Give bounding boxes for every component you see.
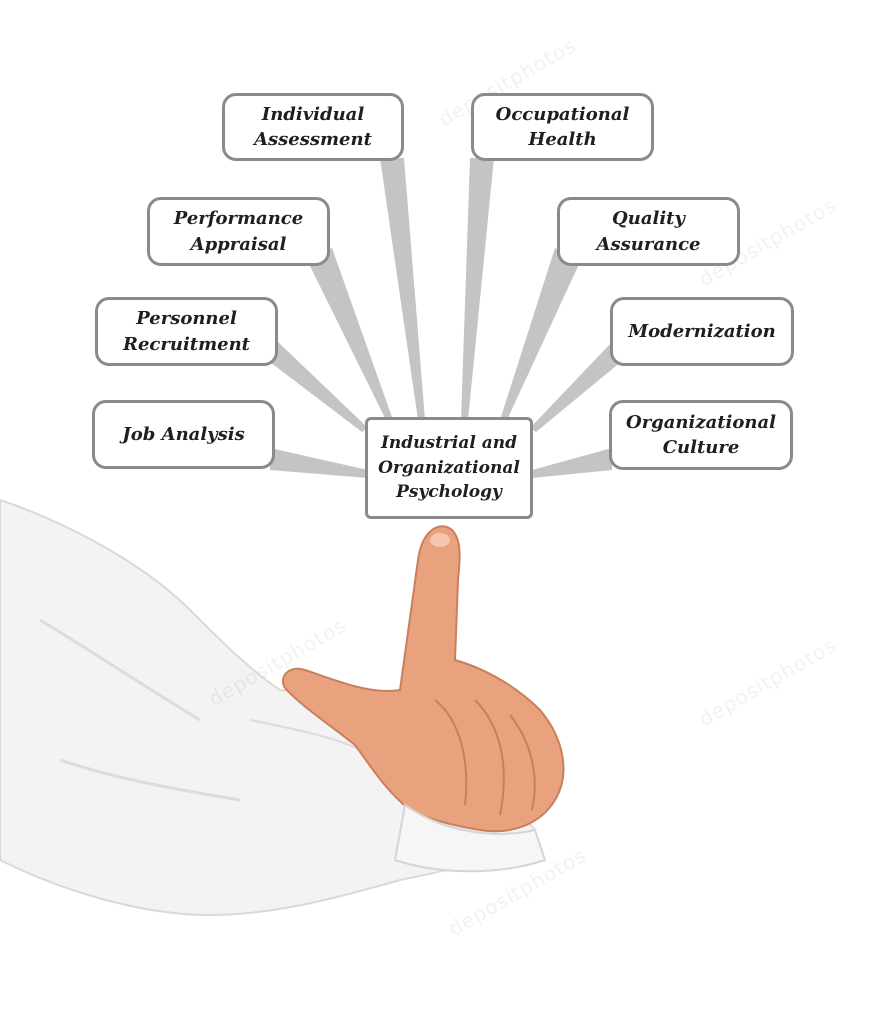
- node-label: Individual Assessment: [254, 103, 372, 150]
- node-individual-assessment: Individual Assessment: [222, 93, 404, 161]
- node-label: Performance Appraisal: [173, 208, 304, 255]
- node-label: Personnel Recruitment: [123, 308, 250, 355]
- connector-individual-assessment: [380, 158, 425, 420]
- connector-performance-appraisal: [308, 248, 393, 420]
- node-organizational-culture: Organizational Culture: [609, 400, 793, 470]
- node-label: Organizational Culture: [626, 411, 776, 458]
- node-quality-assurance: Quality Assurance: [557, 197, 740, 266]
- shirt-cuff: [393, 803, 547, 873]
- connector-occupational-health: [461, 158, 494, 420]
- node-job-analysis: Job Analysis: [92, 400, 275, 469]
- node-occupational-health: Occupational Health: [471, 93, 654, 161]
- node-label: Modernization: [628, 320, 776, 342]
- pointing-hand-illustration: [0, 498, 565, 917]
- connector-job-analysis: [270, 448, 368, 478]
- connector-quality-assurance: [500, 248, 580, 420]
- node-performance-appraisal: Performance Appraisal: [147, 197, 330, 266]
- hand: [282, 525, 565, 833]
- connector-modernization: [530, 342, 628, 432]
- node-label: Job Analysis: [122, 423, 245, 445]
- central-node-label: Industrial and Organizational Psychology: [378, 433, 520, 503]
- connectors: [262, 158, 628, 478]
- node-label: Quality Assurance: [596, 208, 701, 255]
- connector-organizational-culture: [532, 448, 612, 478]
- connector-personnel-recruitment: [262, 342, 368, 432]
- node-personnel-recruitment: Personnel Recruitment: [95, 297, 278, 366]
- central-node: Industrial and Organizational Psychology: [365, 417, 533, 519]
- node-modernization: Modernization: [610, 297, 794, 366]
- node-label: Occupational Health: [495, 103, 630, 150]
